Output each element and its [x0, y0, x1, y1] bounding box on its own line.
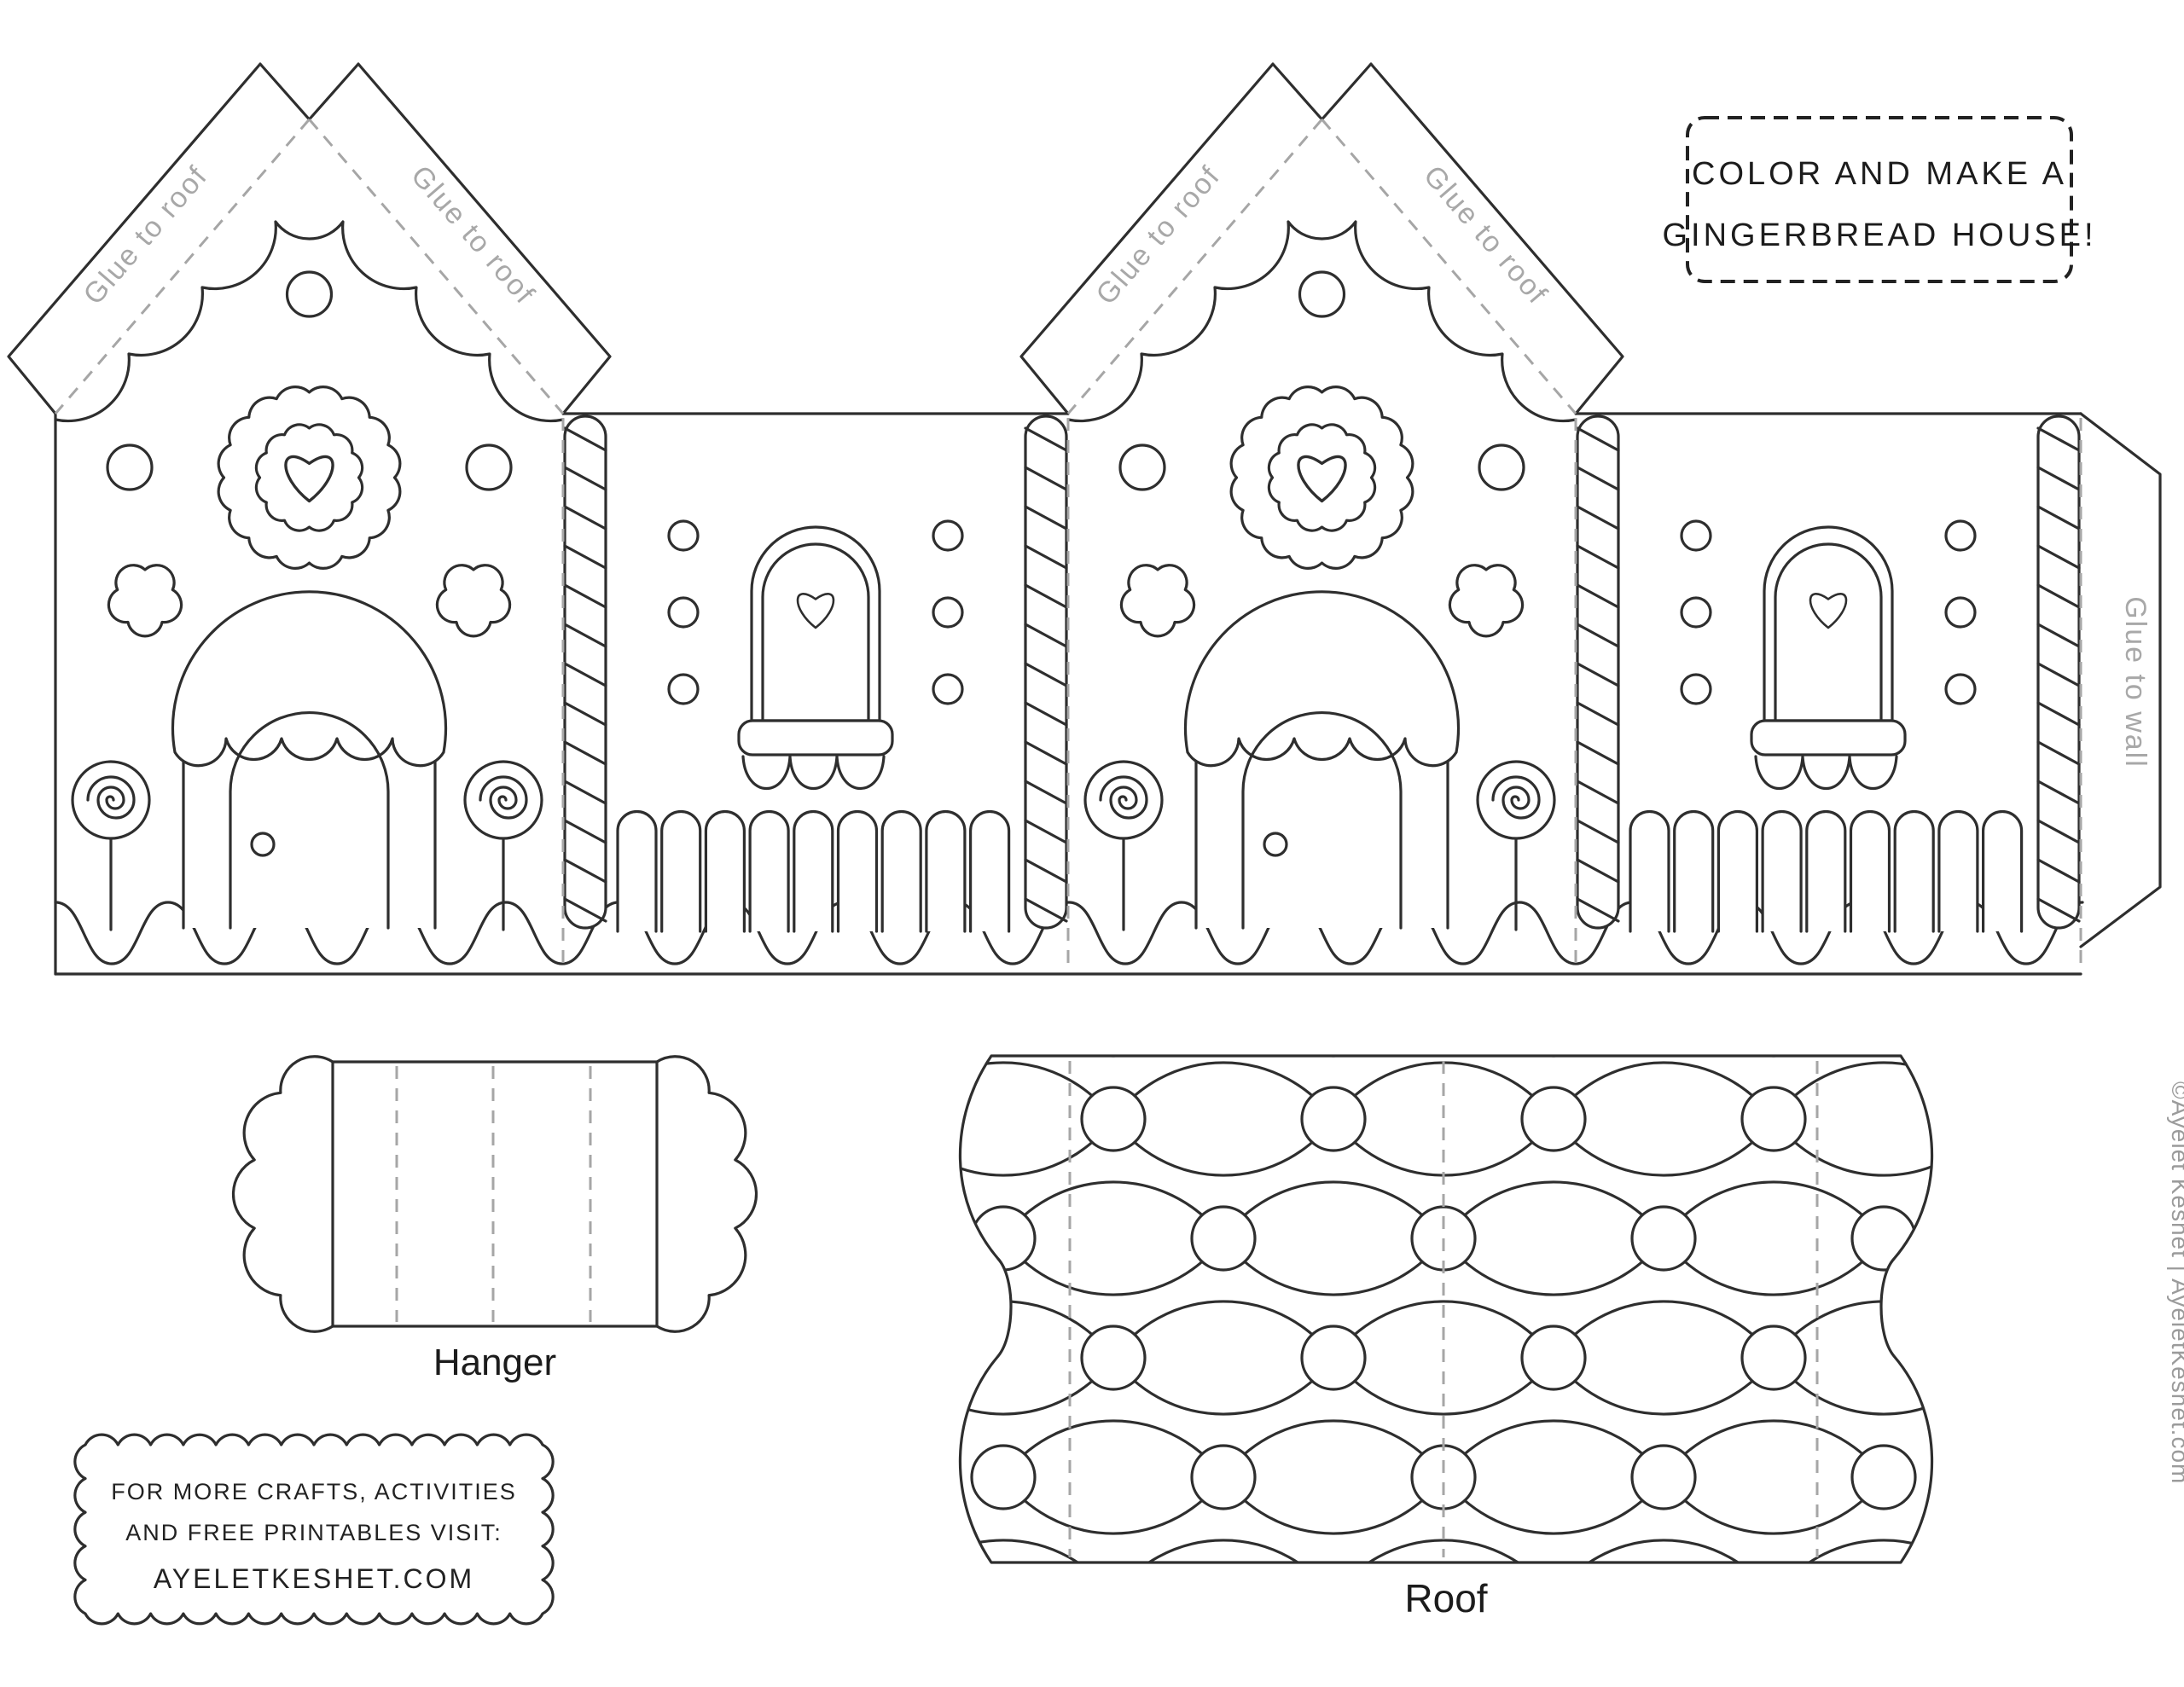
- candy-dot: [1630, 1444, 1697, 1510]
- candy-dot: [1190, 1205, 1257, 1272]
- glue-to-wall-label: Glue to wall: [2119, 596, 2152, 768]
- title-box: COLOR AND MAKE A GINGERBREAD HOUSE!: [1662, 116, 2096, 283]
- candy-dot: [1080, 1325, 1147, 1391]
- title-line-1: COLOR AND MAKE A: [1692, 156, 2067, 192]
- house-strip: Glue to wall: [9, 64, 2162, 976]
- candy-dot: [1080, 1086, 1147, 1152]
- candy-dot: [1410, 1444, 1477, 1510]
- candy-dot: [1520, 1325, 1587, 1391]
- candy-dot: [1520, 1086, 1587, 1152]
- candy-dot: [1850, 1205, 1917, 1272]
- roof-label: Roof: [1404, 1576, 1487, 1620]
- promo-line-1: FOR MORE CRAFTS, ACTIVITIES: [111, 1479, 517, 1504]
- title-box-border: [1686, 116, 2073, 283]
- candy-dot: [970, 1444, 1037, 1510]
- wall-section-right: [1576, 414, 2081, 931]
- roof-quilt-pattern: [960, 1056, 1932, 1562]
- quilt-lens-lattice: [960, 1056, 1932, 1562]
- candy-dot: [1190, 1444, 1257, 1510]
- house-facade-right: [1021, 64, 1623, 930]
- candy-dot: [1300, 1325, 1367, 1391]
- hanger-outline: [231, 1055, 758, 1333]
- roof-piece: Roof: [958, 1054, 1934, 1620]
- hanger-piece: Hanger: [231, 1055, 758, 1383]
- candy-dot: [970, 1205, 1037, 1272]
- wall-section-middle: [563, 414, 1068, 931]
- promo-line-2: AND FREE PRINTABLES VISIT:: [125, 1520, 502, 1545]
- glue-tab: [2079, 412, 2162, 948]
- promo-box-border: [73, 1433, 555, 1626]
- candy-dot: [1630, 1205, 1697, 1272]
- candy-dot: [1740, 1325, 1807, 1391]
- promo-line-3: AYELETKESHET.COM: [154, 1563, 474, 1594]
- hanger-label: Hanger: [433, 1342, 556, 1383]
- promo-box: FOR MORE CRAFTS, ACTIVITIES AND FREE PRI…: [73, 1433, 555, 1626]
- copyright-text: ©Ayelet Keshet | AyeletKeshet.com: [2167, 1081, 2184, 1484]
- candy-dot: [1850, 1444, 1917, 1510]
- title-line-2: GINGERBREAD HOUSE!: [1662, 217, 2096, 253]
- candy-dot: [1740, 1086, 1807, 1152]
- candy-dot: [1300, 1086, 1367, 1152]
- roof-outline: [958, 1054, 1934, 1564]
- house-facade-left: [9, 64, 610, 930]
